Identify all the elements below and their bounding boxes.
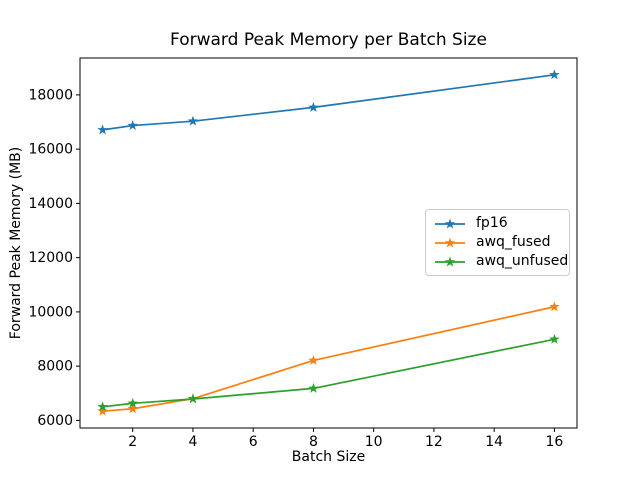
y-tick-label: 14000 [28,196,73,212]
line-star-marker-icon [435,256,465,266]
data-point-star-icon [127,120,138,130]
legend-item-fp16: fp16 [433,214,561,233]
series-line-awq_unfused [102,338,555,408]
x-axis-label: Batch Size [291,449,366,465]
y-tick-label: 8000 [37,359,73,375]
data-point-star-icon [308,354,319,365]
data-point-star-icon [187,115,199,126]
series-line-fp16 [102,73,555,131]
y-tick-label: 16000 [28,142,73,158]
legend-label: awq_fused [476,234,551,250]
x-tick-label: 6 [249,434,258,450]
data-point-star-icon [127,397,138,408]
data-point-star-icon [97,124,108,135]
data-point-star-icon [308,101,319,112]
axes-frame [79,57,578,429]
x-tick-label: 8 [309,434,318,450]
data-point-star-icon [127,403,138,414]
legend: fp16 awq_fused awq_unfused [425,209,570,276]
data-point-star-icon [97,401,108,412]
x-tick-label: 2 [128,434,137,450]
legend-label: fp16 [476,215,508,231]
legend-item-awq-unfused: awq_unfused [433,252,568,271]
x-tick-label: 4 [188,434,197,450]
y-tick-label: 10000 [28,304,73,320]
legend-item-awq-fused: awq_fused [433,233,561,252]
y-tick-label: 6000 [37,413,73,429]
data-point-star-icon [187,393,199,404]
line-star-marker-icon [435,218,465,228]
data-point-star-icon [308,382,319,393]
y-tick-label: 12000 [28,250,73,266]
x-tick-label: 12 [425,434,443,450]
y-axis-label: Forward Peak Memory (MB) [8,146,24,340]
x-tick-label: 10 [365,434,383,450]
x-tick-label: 14 [485,434,503,450]
chart-title: Forward Peak Memory per Batch Size [170,30,487,50]
data-point-star-icon [549,301,560,312]
data-point-star-icon [549,333,560,344]
series-line-awq_fused [102,305,555,413]
y-tick-label: 18000 [28,87,73,103]
legend-label: awq_unfused [476,253,569,269]
x-tick-label: 16 [545,434,563,450]
line-star-marker-icon [435,237,465,247]
data-point-star-icon [549,69,560,80]
data-point-star-icon [97,405,108,416]
